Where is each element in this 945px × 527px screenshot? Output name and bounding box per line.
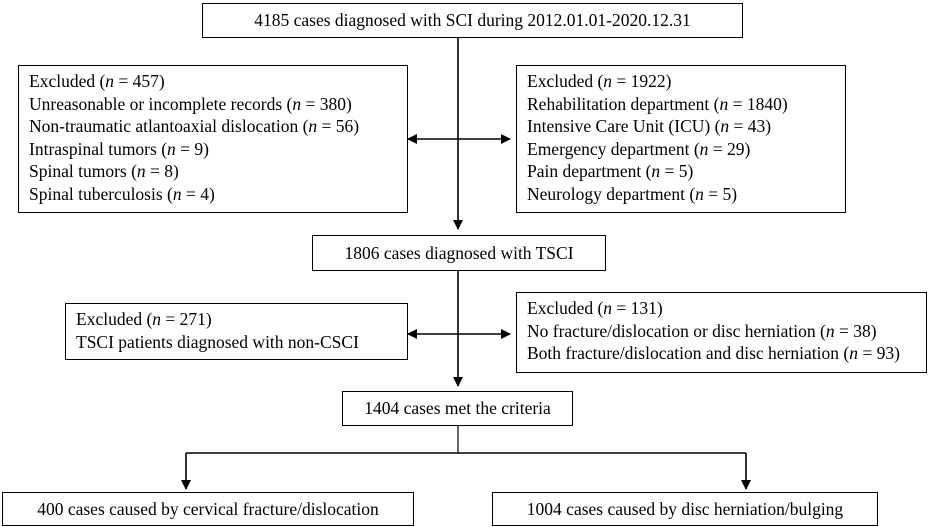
excluded-left-1-item: Spinal tumors (n = 8) [29,161,179,182]
excluded-left-1-item: Non-traumatic atlantoaxial dislocation (… [29,116,360,137]
excluded-right-1-box: Excluded (n = 1922) Rehabilitation depar… [516,65,846,213]
excluded-left-1-item: Spinal tuberculosis (n = 4) [29,183,215,204]
excluded-right-1-item: Intensive Care Unit (ICU) (n = 43) [527,116,772,137]
excluded-right-1-item: Pain department (n = 5) [527,161,694,182]
excluded-left-2-item: TSCI patients diagnosed with non-CSCI [76,331,359,352]
excluded-right-2-item: No fracture/dislocation or disc herniati… [527,320,877,341]
excluded-right-1-title: Excluded (n = 1922) [527,71,672,91]
initial-cases-box: 4185 cases diagnosed with SCI during 201… [202,3,743,38]
tsci-box: 1806 cases diagnosed with TSCI [312,235,606,271]
met-criteria-box: 1404 cases met the criteria [342,391,573,426]
fracture-box: 400 cases caused by cervical fracture/di… [2,492,414,526]
tsci-text: 1806 cases diagnosed with TSCI [344,242,574,263]
excluded-right-2-title: Excluded (n = 131) [527,298,663,318]
herniation-box: 1004 cases caused by disc herniation/bul… [492,492,878,526]
excluded-left-1-item: Intraspinal tumors (n = 9) [29,138,209,159]
excluded-right-1-item: Neurology department (n = 5) [527,183,738,204]
excluded-left-2-title: Excluded (n = 271) [76,309,212,329]
excluded-left-2-box: Excluded (n = 271) TSCI patients diagnos… [65,303,408,360]
excluded-right-1-item: Emergency department (n = 29) [527,138,751,159]
excluded-left-1-title: Excluded (n = 457) [29,71,165,91]
fracture-text: 400 cases caused by cervical fracture/di… [37,498,379,519]
excluded-right-2-box: Excluded (n = 131) No fracture/dislocati… [516,292,927,373]
met-criteria-text: 1404 cases met the criteria [364,398,551,419]
excluded-right-1-item: Rehabilitation department (n = 1840) [527,93,788,114]
excluded-left-1-box: Excluded (n = 457) Unreasonable or incom… [18,65,408,213]
excluded-right-2-item: Both fracture/dislocation and disc herni… [527,343,900,364]
excluded-left-1-item: Unreasonable or incomplete records (n = … [29,93,352,114]
herniation-text: 1004 cases caused by disc herniation/bul… [526,498,844,519]
initial-cases-text: 4185 cases diagnosed with SCI during 201… [254,10,691,31]
